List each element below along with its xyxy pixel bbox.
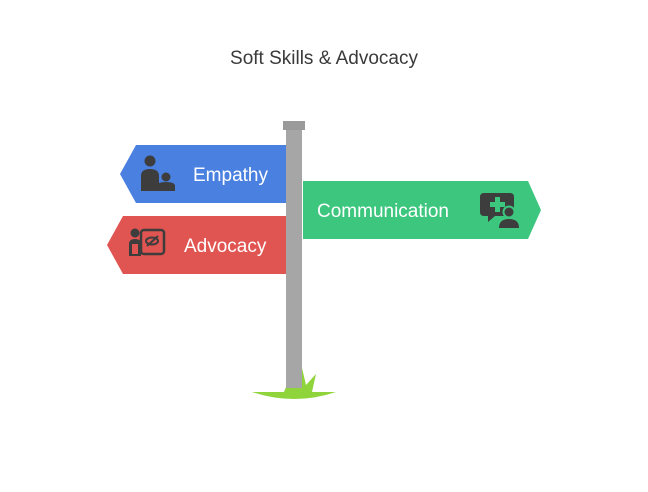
sign-advocacy-label: Advocacy (184, 236, 267, 257)
diagram-title: Soft Skills & Advocacy (230, 48, 418, 69)
sign-empathy: Empathy (120, 145, 286, 203)
signpost-pole (283, 121, 305, 388)
sign-communication: Communication (303, 181, 541, 239)
sign-empathy-label: Empathy (193, 165, 268, 186)
speaker-board-icon (129, 228, 166, 256)
medical-chat-icon (480, 193, 519, 228)
grass-mound (252, 392, 336, 399)
pole-shaft (286, 128, 302, 388)
sign-communication-label: Communication (317, 201, 449, 222)
sign-advocacy: Advocacy (107, 216, 286, 274)
pole-cap (283, 121, 305, 130)
parent-child-icon (141, 155, 175, 191)
